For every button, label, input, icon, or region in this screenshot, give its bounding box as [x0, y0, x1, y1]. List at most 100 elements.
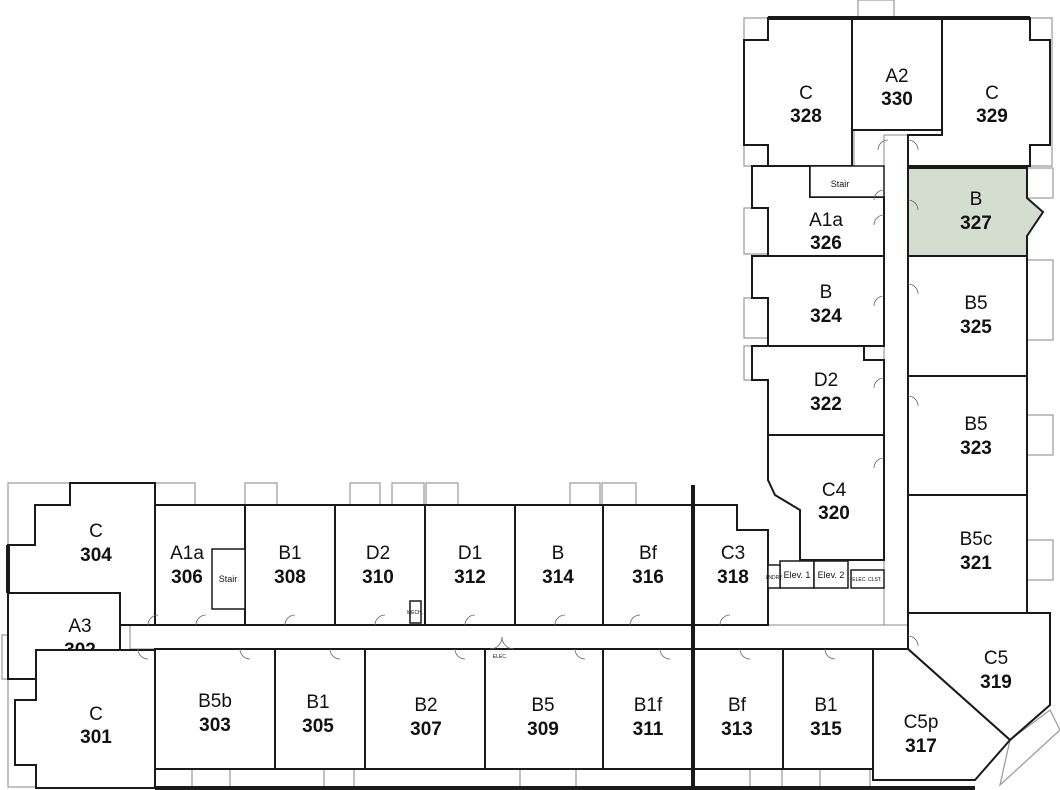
unit-number-label: 316 [632, 567, 664, 588]
unit-type-label: A1a [809, 210, 843, 231]
unit-number-label: 326 [810, 233, 842, 254]
unit-315[interactable]: B1 315 [782, 648, 874, 770]
unit-number-label: 327 [960, 213, 992, 234]
unit-type-label: C5p [904, 712, 939, 733]
unit-305[interactable]: B1 305 [274, 648, 366, 770]
unit-311[interactable]: B1f 311 [602, 648, 694, 770]
unit-320[interactable]: C4 320 [767, 434, 885, 561]
unit-327[interactable]: B 327 [907, 167, 1045, 257]
unit-type-label: B1f [634, 695, 663, 716]
unit-type-label: B5 [964, 293, 987, 314]
unit-type-label: C [89, 521, 103, 542]
unit-type-label: A1a [170, 543, 204, 564]
unit-number-label: 325 [960, 317, 992, 338]
unit-number-label: 323 [960, 438, 992, 459]
unit-type-label: D2 [366, 543, 390, 564]
unit-type-label: B [552, 543, 565, 564]
unit-316[interactable]: Bf 316 [602, 504, 694, 626]
unit-317[interactable]: C5p 317 [872, 648, 1012, 781]
electrical-closet-label: ELEC. CLST. [852, 577, 881, 583]
unit-number-label: 315 [810, 719, 842, 740]
unit-330[interactable]: A2 330 [851, 17, 943, 131]
elevator-1-label: Elev. 1 [784, 570, 811, 580]
unit-type-label: C [985, 83, 999, 104]
unit-312[interactable]: D1 312 [424, 504, 516, 626]
unit-321[interactable]: B5c 321 [907, 494, 1028, 614]
unit-number-label: 318 [717, 567, 749, 588]
unit-type-label: B1 [306, 692, 329, 713]
stair-label: Stair [219, 574, 238, 584]
unit-number-label: 319 [980, 672, 1012, 693]
unit-type-label: B [970, 189, 983, 210]
unit-number-label: 304 [80, 545, 112, 566]
unit-number-label: 313 [721, 719, 753, 740]
unit-type-label: B [820, 282, 833, 303]
unit-type-label: Bf [728, 695, 747, 716]
unit-type-label: C5 [984, 648, 1008, 669]
electrical-closet: ELEC. CLST. [850, 569, 885, 589]
unit-314[interactable]: B 314 [514, 504, 604, 626]
unit-type-label: D1 [458, 543, 482, 564]
unit-number-label: 303 [199, 715, 231, 736]
utility-spaces: Stair Stair Elev. 1 Elev. 2 ELEC. CLST. … [211, 165, 885, 660]
unit-number-label: 330 [881, 89, 913, 110]
unit-323[interactable]: B5 323 [907, 375, 1028, 496]
unit-number-label: 320 [818, 503, 850, 524]
unit-309[interactable]: B5 309 [484, 648, 604, 770]
unit-329[interactable]: C 329 [907, 17, 1051, 167]
unit-number-label: 322 [810, 394, 842, 415]
unit-number-label: 301 [80, 727, 112, 748]
stair-label: Stair [831, 179, 850, 189]
laundry-label: LNDRY [766, 575, 784, 581]
unit-328[interactable]: C 328 [743, 17, 853, 167]
unit-number-label: 311 [633, 719, 664, 740]
unit-number-label: 317 [905, 736, 937, 757]
unit-313[interactable]: Bf 313 [692, 648, 784, 770]
unit-325[interactable]: B5 325 [907, 255, 1028, 377]
unit-number-label: 305 [302, 716, 334, 737]
unit-type-label: A2 [885, 66, 908, 87]
unit-number-label: 328 [790, 106, 822, 127]
unit-number-label: 310 [362, 567, 394, 588]
stair-west: Stair [211, 548, 246, 610]
unit-303[interactable]: B5b 303 [154, 648, 276, 770]
exterior-walls [6, 16, 1030, 790]
unit-type-label: C3 [721, 543, 745, 564]
elevator-1: Elev. 1 [779, 560, 815, 589]
unit-number-label: 321 [960, 553, 992, 574]
unit-number-label: 314 [542, 567, 574, 588]
unit-number-label: 307 [410, 719, 442, 740]
elevator-2: Elev. 2 [813, 560, 849, 589]
unit-number-label: 309 [527, 719, 559, 740]
unit-326[interactable]: A1a 326 [751, 165, 885, 257]
unit-type-label: B5 [531, 695, 554, 716]
electrical-label: ELEC. [493, 654, 507, 660]
unit-type-label: B5 [964, 414, 987, 435]
unit-type-label: D2 [814, 370, 838, 391]
mechanical-room: MECH. [407, 600, 423, 624]
unit-number-label: 308 [274, 567, 306, 588]
laundry-room: LNDRY [766, 564, 784, 589]
unit-type-label: B5b [198, 691, 232, 712]
unit-number-label: 306 [171, 567, 203, 588]
unit-301[interactable]: C 301 [14, 649, 156, 789]
stair-north: Stair [809, 165, 885, 198]
unit-319[interactable]: C5 319 [907, 612, 1051, 742]
door-swings [137, 139, 919, 660]
unit-type-label: A3 [68, 616, 91, 637]
unit-type-label: C [89, 704, 103, 725]
unit-type-label: B5c [960, 529, 993, 550]
unit-type-label: B2 [414, 695, 437, 716]
unit-number-label: 312 [454, 567, 486, 588]
unit-304[interactable]: C 304 [7, 482, 156, 626]
unit-308[interactable]: B1 308 [244, 504, 336, 626]
unit-type-label: Bf [639, 543, 658, 564]
unit-322[interactable]: D2 322 [751, 345, 885, 436]
unit-type-label: C4 [822, 480, 847, 501]
unit-324[interactable]: B 324 [751, 255, 885, 347]
unit-318[interactable]: C3 318 [692, 504, 769, 626]
mechanical-label: MECH. [407, 610, 423, 616]
unit-number-label: 324 [810, 306, 842, 327]
unit-307[interactable]: B2 307 [364, 648, 486, 770]
